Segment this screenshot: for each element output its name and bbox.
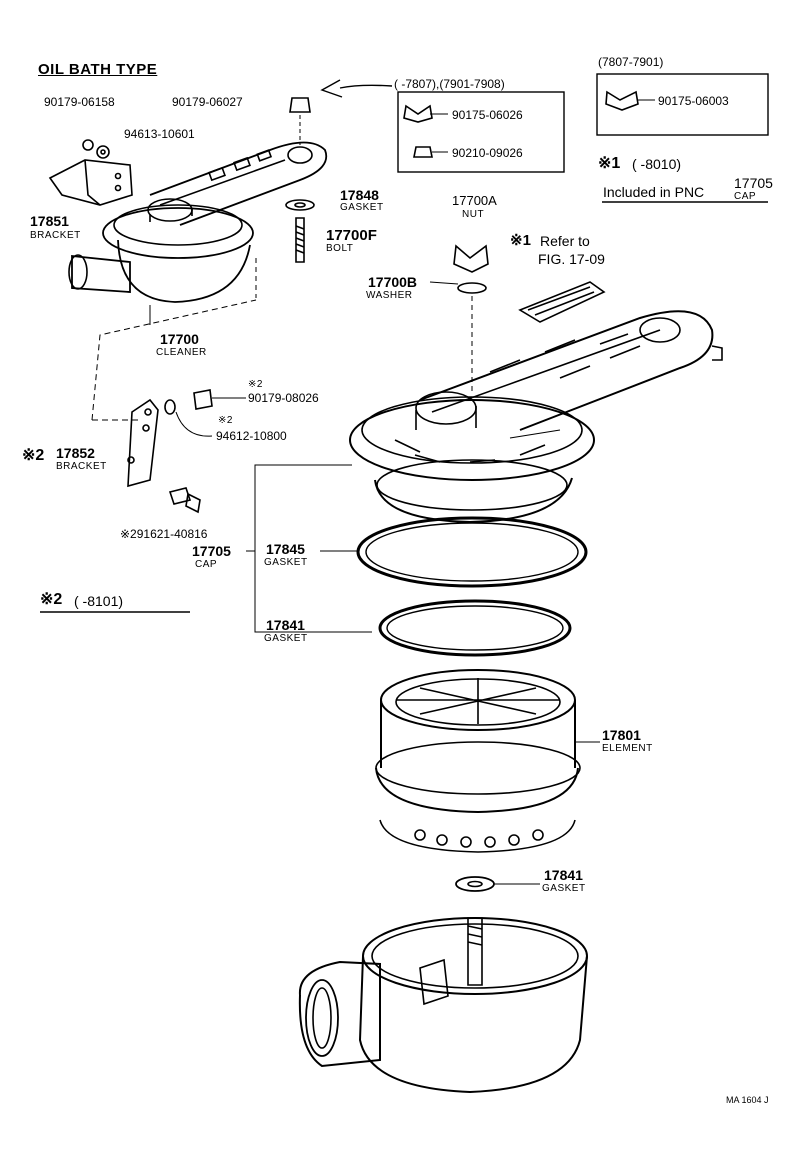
label-17700A: 17700A <box>452 193 497 208</box>
note2-range: ( -8101) <box>74 593 124 609</box>
label-17845-name: GASKET <box>264 557 308 568</box>
label-17848-name: GASKET <box>340 202 384 213</box>
label-17700B: 17700B <box>368 274 418 290</box>
label-90175-06003: 90175-06003 <box>658 94 729 108</box>
bolt-91621-40816 <box>168 487 201 514</box>
note1-pnc: 17705 <box>734 175 773 191</box>
label-90179-06027: 90179-06027 <box>172 95 243 109</box>
nut-90179-08026 <box>193 389 213 410</box>
label-17841-upper-name: GASKET <box>264 633 308 644</box>
gasket-17841-lower <box>455 876 495 892</box>
label-17700F: 17700F <box>326 227 377 244</box>
label-17848: 17848 <box>340 187 379 203</box>
label-17700: 17700 <box>160 331 199 347</box>
label-90179-06158: 90179-06158 <box>44 95 115 109</box>
refer-line2: FIG. 17-09 <box>538 251 605 267</box>
note1-pnc-sub: CAP <box>734 191 757 202</box>
label-94612-10800: 94612-10800 <box>216 429 287 443</box>
cap-nut-box <box>596 73 769 136</box>
wing-nut-box <box>397 91 565 173</box>
flange-nut-icon <box>413 146 433 158</box>
label-90179-08026: 90179-08026 <box>248 391 319 405</box>
label-17845: 17845 <box>266 541 305 557</box>
washer-17700B <box>457 282 487 294</box>
bracket-17852 <box>127 398 159 488</box>
gasket-17841-upper <box>378 599 572 657</box>
refer-mark: ※1 <box>510 232 531 249</box>
label-91621-40816: ※291621-40816 <box>120 527 208 541</box>
label-17841-lower: 17841 <box>544 867 583 883</box>
small-cleaner-assembly <box>48 97 328 421</box>
wing-nut-icon <box>403 104 433 123</box>
footer-code: MA 1604 J <box>726 1095 769 1105</box>
label-90210-09026: 90210-09026 <box>452 146 523 160</box>
leader-lines <box>246 429 600 885</box>
label-17700B-name: WASHER <box>366 290 413 301</box>
range-cap-nut: (7807-7901) <box>598 55 664 69</box>
refer-line1: Refer to <box>540 233 590 249</box>
label-17841-lower-name: GASKET <box>542 883 586 894</box>
washer-94612-10800 <box>164 399 176 415</box>
star2-small-b: ※2 <box>218 415 233 426</box>
label-17801: 17801 <box>602 727 641 743</box>
label-17705: 17705 <box>192 543 231 559</box>
note1-mark: ※1 <box>598 155 621 172</box>
label-17705-name: CAP <box>195 559 218 570</box>
star2-small: ※2 <box>248 379 263 390</box>
label-17852-mark: ※2 <box>22 447 45 464</box>
label-17851-name: BRACKET <box>30 230 81 241</box>
foam-pad <box>518 281 606 323</box>
label-17700A-name: NUT <box>462 209 485 220</box>
label-17841-upper: 17841 <box>266 617 305 633</box>
label-17852-name: BRACKET <box>56 461 107 472</box>
gasket-17845 <box>356 516 588 588</box>
label-90175-06026: 90175-06026 <box>452 108 523 122</box>
cap-nut-icon <box>605 90 655 111</box>
element-17801 <box>375 669 581 853</box>
label-17851: 17851 <box>30 213 69 229</box>
main-cap <box>349 310 723 524</box>
label-17801-name: ELEMENT <box>602 743 653 754</box>
label-17700F-name: BOLT <box>326 243 354 254</box>
label-17852: 17852 <box>56 445 95 461</box>
label-94613-10601: 94613-10601 <box>124 127 195 141</box>
oil-bath-bowl <box>298 917 588 1094</box>
note1-text: Included in PNC <box>603 184 705 200</box>
diagram-title: OIL BATH TYPE <box>38 61 158 78</box>
wing-nut-17700A <box>453 244 489 273</box>
range-wing-nut: ( -7807),(7901-7908) <box>394 77 505 91</box>
note2-mark: ※2 <box>40 591 63 608</box>
label-17700-name: CLEANER <box>156 347 207 358</box>
reference-arrow <box>320 79 393 98</box>
note1-range: ( -8010) <box>632 156 682 172</box>
